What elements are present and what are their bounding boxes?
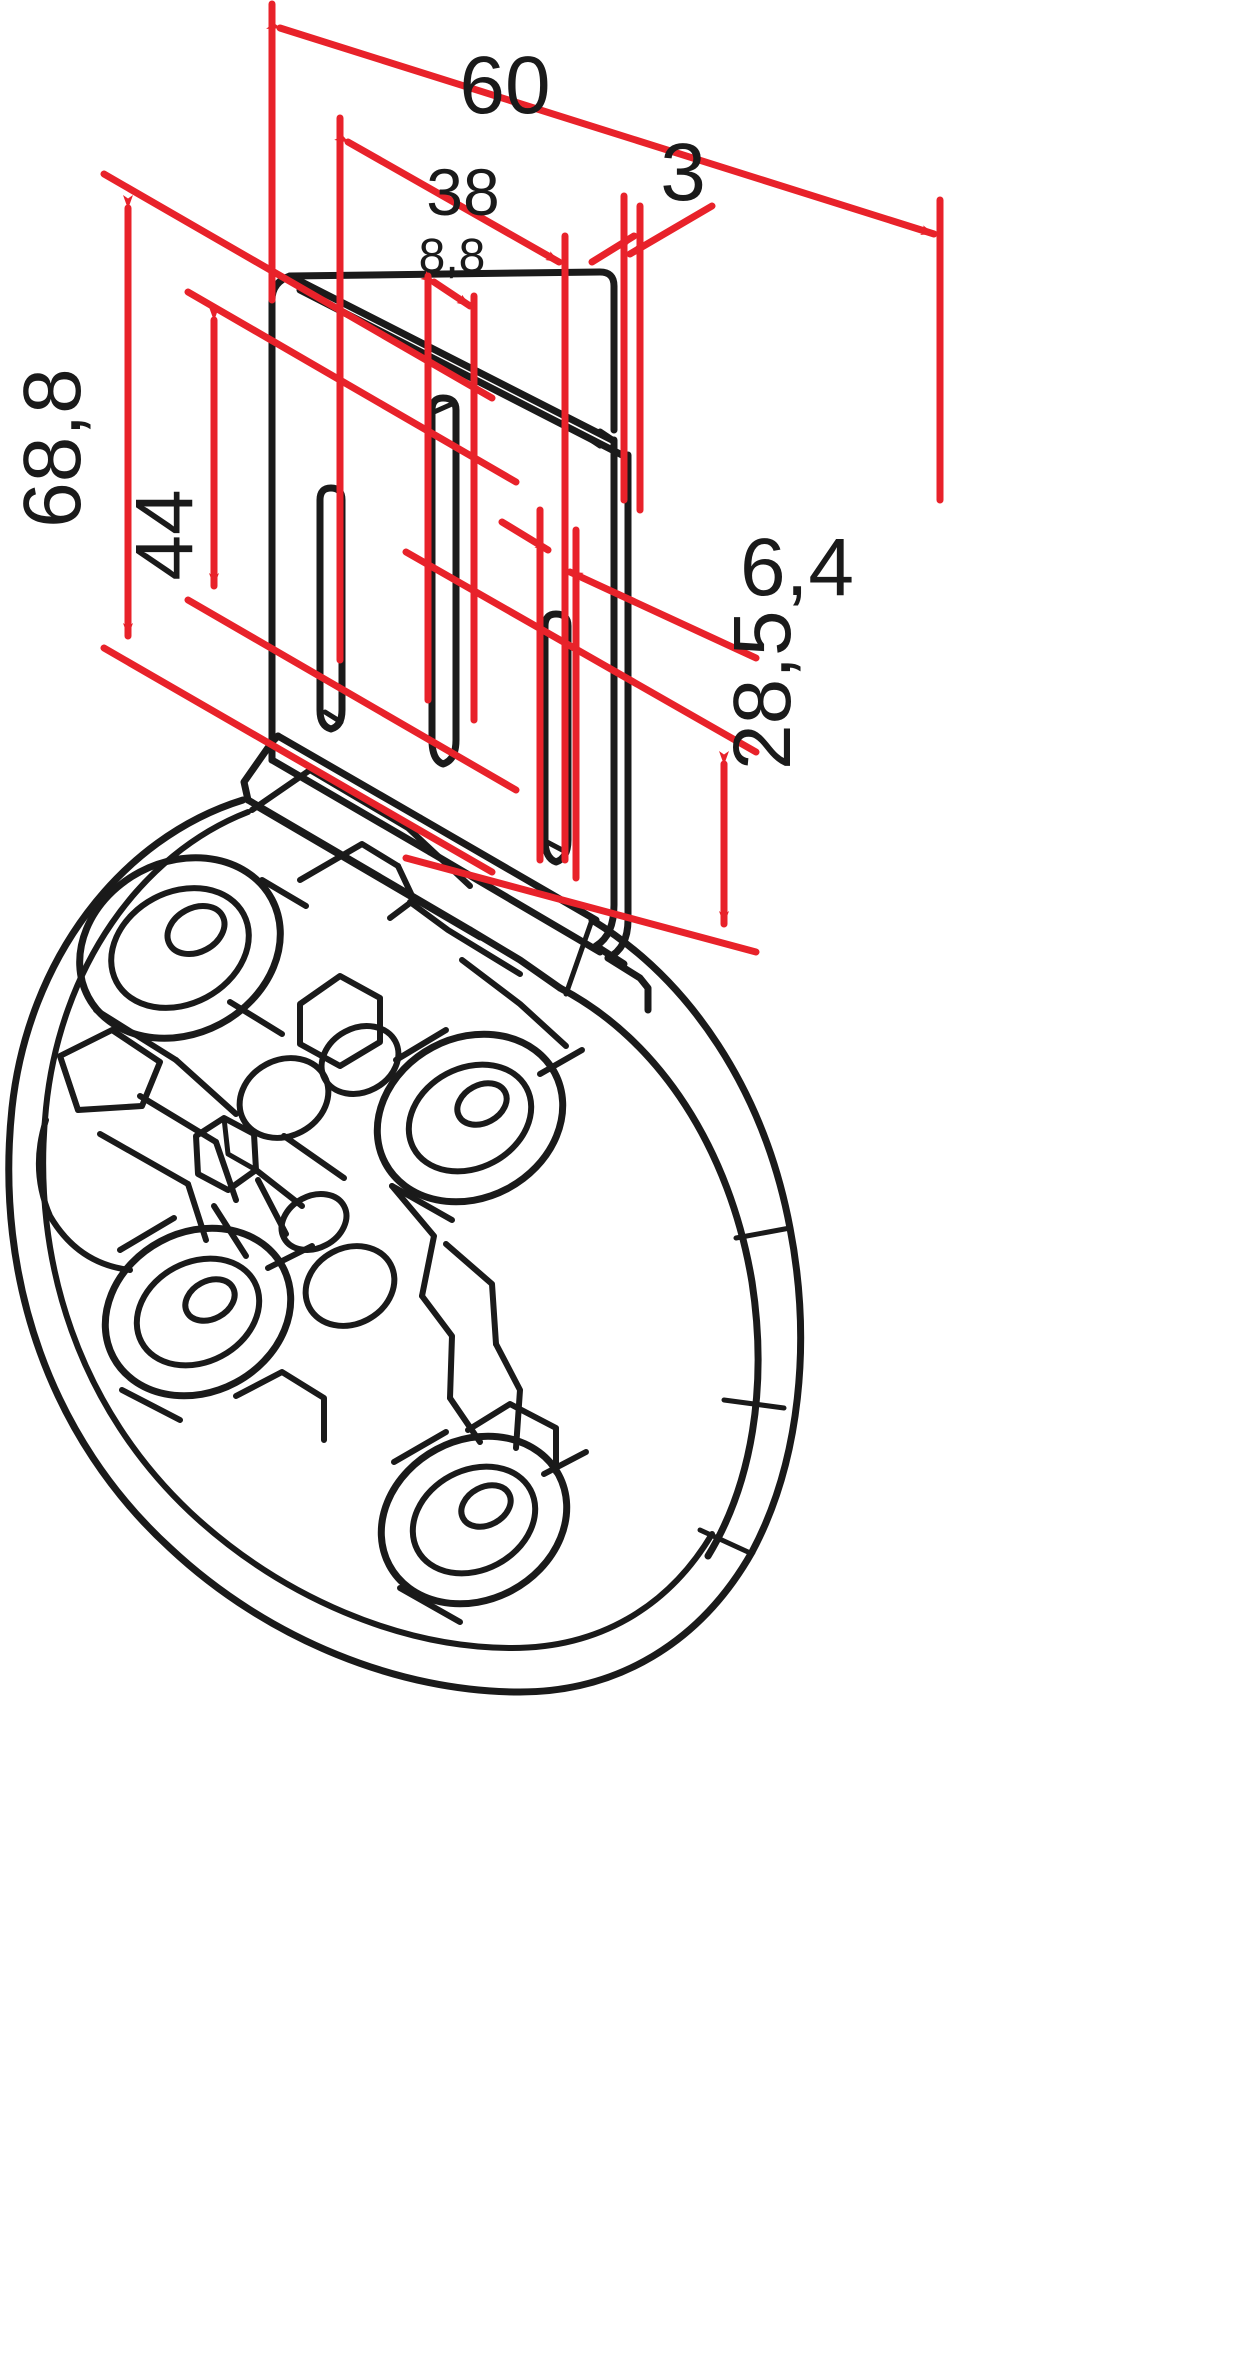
boss-bottom [377,1429,589,1625]
dim-line-64-b [566,568,760,662]
dimension-label-38: 38 [426,155,499,229]
dim-line-60 [266,19,938,238]
spokes [173,1057,523,1451]
dimension-3 [588,192,716,514]
dimension-60 [266,0,944,504]
ext-line-285-top [402,548,760,756]
boss-bottom-left [101,1215,315,1423]
dimension-label-60: 60 [459,40,550,131]
hinge-body [5,767,805,1696]
dim-line-3-b [626,202,716,258]
rim-tabs [233,973,559,1475]
dimension-label-688: 68,8 [7,368,98,528]
ext-line-285-bottom [402,854,760,956]
transition-arm [240,738,564,992]
dimension-88 [420,270,478,724]
dimension-688 [100,170,496,876]
ext-line-688-bottom [100,644,496,876]
dim-line-64-a [498,518,552,554]
dimension-label-44: 44 [119,489,210,580]
dim-line-38 [334,131,563,266]
dim-line-3-a [588,232,638,266]
boss-right [373,1027,585,1223]
dimension-285 [402,548,760,956]
boss-top-left [76,854,309,1063]
dimension-annotations [100,0,944,956]
dim-line-88 [420,270,474,310]
ext-line-44-bottom [184,596,520,794]
dimension-label-64: 6,4 [740,522,854,613]
dimension-label-285: 28,5 [717,610,808,770]
ext-line-44-top [184,288,520,486]
dimension-label-3: 3 [660,127,706,218]
dimension-labels: 60 38 8,8 3 68,8 44 6,4 28,5 [7,40,854,770]
dimension-label-88: 8,8 [419,230,486,283]
dimension-38 [334,114,569,864]
dimension-64 [498,506,760,882]
dimension-44 [184,288,520,794]
ext-line-688-top [100,170,496,402]
through-holes [236,1023,402,1329]
plate-slot-left [316,484,346,733]
